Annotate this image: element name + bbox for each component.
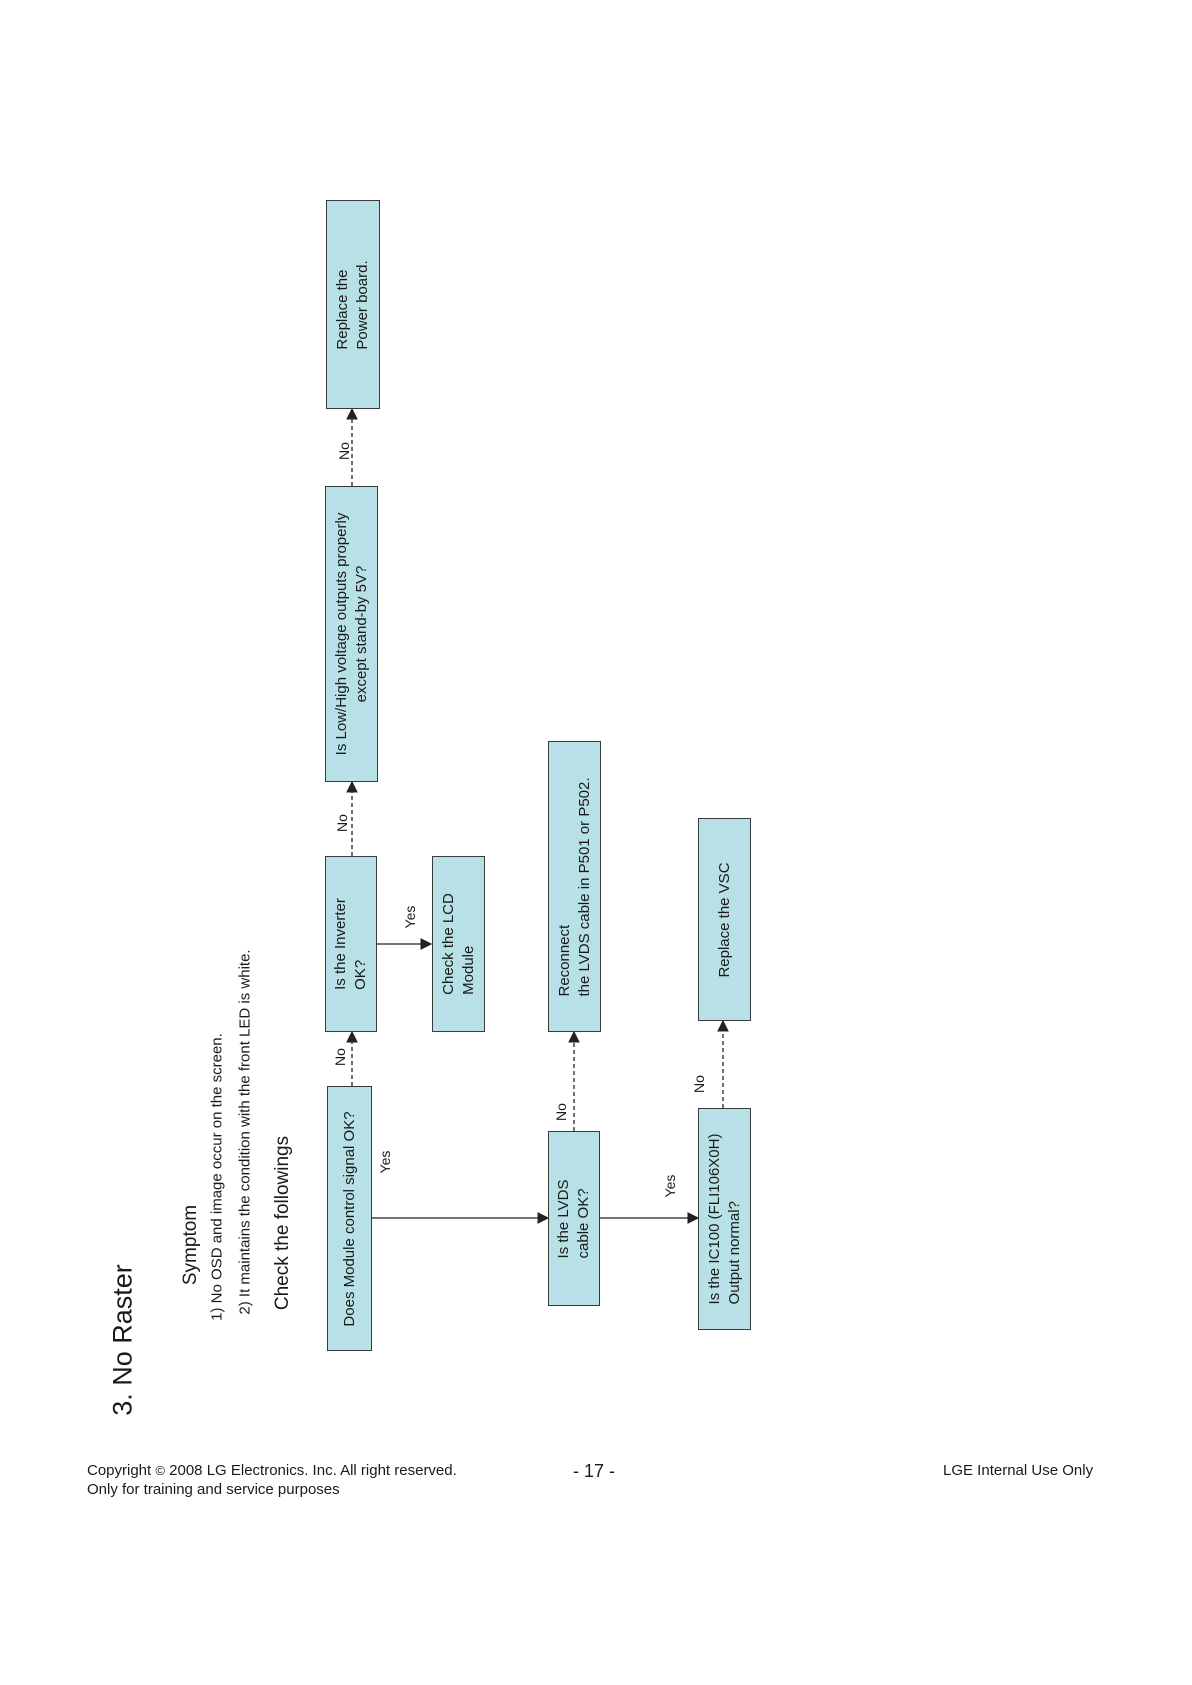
node-text: OK? [352, 959, 369, 990]
footer-copyright-word: Copyright [87, 1462, 152, 1479]
footer-copyright: Copyright © 2008 LG Electronics. Inc. Al… [87, 1461, 457, 1481]
edge-label-module-inverter: No [331, 1048, 348, 1066]
footer-company: LG Electronics. Inc. All right reserved. [206, 1462, 457, 1479]
node-inverter-check: Is the Inverter OK? [325, 856, 377, 1032]
node-text: Is the LVDS [555, 1179, 572, 1258]
node-lvds-cable-check: Is the LVDS cable OK? [548, 1131, 600, 1306]
node-text: Check the LCD [439, 893, 457, 995]
node-text: except stand-by 5V? [352, 565, 370, 703]
edge-label-ic100-vsc: No [690, 1075, 707, 1093]
edge-label-lvds-ic100: Yes [661, 1174, 678, 1198]
edge-label-voltage-power: No [335, 442, 352, 460]
page-number: - 17 - [573, 1461, 616, 1481]
node-text: cable OK? [575, 1187, 592, 1258]
node-replace-vsc: Replace the VSC [698, 818, 751, 1021]
node-text: Is Low/High voltage outputs properly [332, 512, 350, 756]
footer-year: 2008 [169, 1462, 203, 1479]
node-text: Replace the VSC [715, 861, 733, 978]
node-text: the LVDS cable in P501 or P502. [575, 776, 593, 997]
copyright-symbol: © [155, 1463, 165, 1478]
edge-label-inverter-voltage: No [333, 814, 350, 832]
edge-label-lvds-reconnect: No [552, 1103, 569, 1121]
node-text: Reconnect [555, 924, 573, 997]
footer-internal: LGE Internal Use Only [943, 1462, 1094, 1479]
footer-purpose: Only for training and service purposes [87, 1481, 340, 1498]
node-replace-power-board: Replace the Power board. [326, 200, 380, 409]
edge-label-inverter-lcd: Yes [401, 905, 418, 929]
node-text: Output normal? [725, 1201, 743, 1305]
node-ic100-output: Is the IC100 (FLI106X0H) Output normal? [698, 1108, 751, 1330]
node-text: Module [459, 945, 477, 995]
node-text: Does Module control signal OK? [340, 1110, 358, 1327]
node-check-lcd-module: Check the LCD Module [432, 856, 485, 1032]
node-text: Is the IC100 (FLI106X0H) [705, 1133, 723, 1305]
node-text: Is the Inverter [332, 898, 349, 990]
node-voltage-check: Is Low/High voltage outputs properly exc… [325, 486, 378, 782]
edge-label-module-lvds: Yes [376, 1150, 393, 1174]
node-reconnect-lvds: Reconnect the LVDS cable in P501 or P502… [548, 741, 601, 1032]
node-text: Power board. [354, 259, 371, 350]
node-module-control-signal: Does Module control signal OK? [327, 1086, 372, 1351]
node-text: Replace the [334, 269, 351, 350]
